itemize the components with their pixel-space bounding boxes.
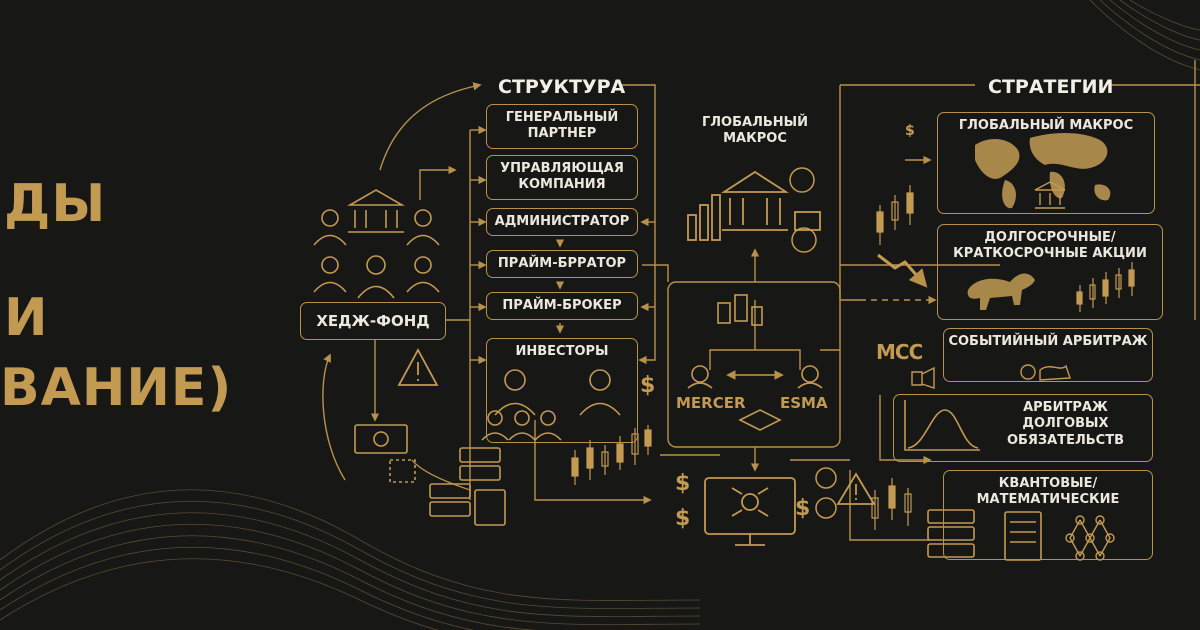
strategy-debt-arbitrage: АРБИТРАЖ ДОЛГОВЫХ ОБЯЗАТЕЛЬСТВ	[893, 394, 1153, 462]
strategy-long-short-equity: ДОЛГОСРОЧНЫЕ/ КРАТКОСРОЧНЫЕ АКЦИИ	[937, 224, 1163, 320]
structure-management-company: УПРАВЛЯЮЩАЯ КОМПАНИЯ	[486, 155, 638, 200]
structure-general-partner: ГЕНЕРАЛЬНЫЙ ПАРТНЕР	[486, 104, 638, 149]
network-icon	[1065, 515, 1115, 561]
svg-text:$: $	[795, 496, 810, 521]
svg-text:$: $	[905, 123, 915, 139]
banknote-icon	[354, 424, 416, 483]
structure-administrator: АДМИНИСТРАТОР	[486, 208, 638, 236]
structure-investors: ИНВЕСТОРЫ	[486, 338, 638, 443]
svg-text:$: $	[675, 506, 690, 531]
bank-icon	[687, 170, 821, 241]
warning-icon	[397, 348, 876, 505]
hero-title-line-3: ВАНИЕ)	[0, 358, 233, 418]
trend-down-arrow-icon	[877, 253, 928, 288]
esma-logo: ESMA	[780, 394, 828, 412]
bank-icon	[1034, 181, 1066, 209]
hero-title-line-2: И	[4, 288, 49, 348]
world-map-icon	[975, 133, 1111, 209]
server-icon	[429, 447, 1042, 561]
event-icons	[911, 364, 1071, 389]
decorative-wave-lines-top	[1089, 0, 1200, 71]
bank-icon	[347, 189, 405, 233]
mcc-logo: MCC	[876, 340, 923, 364]
candlestick-chart-icon	[571, 185, 1135, 530]
strategy-event-arbitrage: СОБЫТИЙНЫЙ АРБИТРАЖ	[943, 328, 1153, 382]
strategy-global-macro: ГЛОБАЛЬНЫЙ МАКРОС	[937, 112, 1155, 214]
hero-title-line-1: ДЫ	[4, 174, 107, 234]
strategy-quantitative: КВАНТОВЫЕ/ МАТЕМАТИЧЕСКИЕ	[943, 470, 1153, 560]
people-icon	[481, 369, 621, 441]
structure-header: СТРУКТУРА	[498, 76, 626, 98]
bull-icon	[967, 273, 1035, 310]
hedge-fund-box: ХЕДЖ-ФОНД	[300, 302, 446, 340]
svg-text:$: $	[640, 373, 655, 398]
global-macro-label: ГЛОБАЛЬНЫЙ МАКРОС	[701, 115, 809, 147]
decorative-wave-lines	[0, 489, 701, 630]
people-icon	[313, 209, 440, 299]
mercer-logo: MERCER	[676, 394, 746, 412]
strategies-header: СТРАТЕГИИ	[988, 76, 1114, 98]
handshake-icon	[738, 409, 782, 431]
regulator-icons	[687, 294, 823, 431]
dollar-icon: $ $ $ $ $	[640, 123, 915, 531]
structure-prime-brrator: ПРАЙМ-БРРАТОР	[486, 250, 638, 278]
coin-icon	[789, 167, 837, 519]
normal-curve-icon	[904, 400, 980, 451]
svg-text:$: $	[675, 471, 690, 496]
structure-prime-broker: ПРАЙМ-БРОКЕР	[486, 292, 638, 320]
monitor-icon	[704, 477, 796, 546]
